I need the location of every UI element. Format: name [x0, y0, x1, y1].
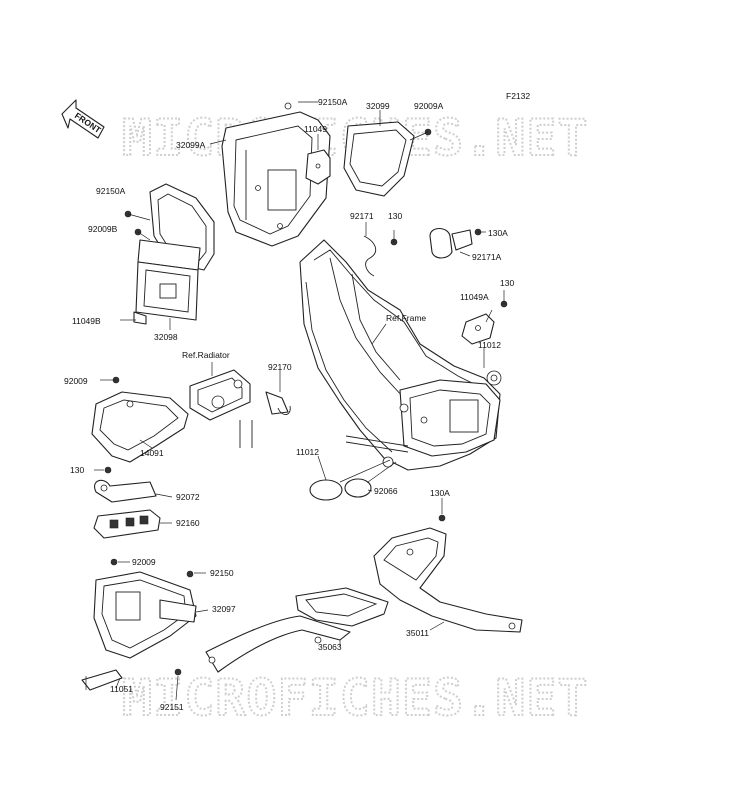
- front-arrow-icon: FRONT: [61, 99, 105, 139]
- ref-frame-label: Ref.Frame: [386, 313, 426, 323]
- label-32099a: 32099A: [176, 140, 206, 150]
- label-130-c: 130: [70, 465, 84, 475]
- pad-92160-part: [93, 509, 161, 539]
- label-11049b: 11049B: [72, 316, 101, 326]
- bracket-11049-part: [305, 149, 331, 185]
- strap-11051-part: [81, 669, 123, 691]
- label-32098: 32098: [154, 332, 178, 342]
- label-130a-b: 130A: [430, 488, 450, 498]
- bracket-11049a-part: [461, 300, 508, 345]
- label-11012-b: 11012: [296, 447, 319, 457]
- label-92171: 92171: [350, 211, 374, 221]
- label-92009b: 92009B: [88, 224, 118, 234]
- bracket-35063-part: [174, 587, 389, 676]
- label-92009-b: 92009: [132, 557, 156, 567]
- label-92072: 92072: [176, 492, 200, 502]
- cover-32099-part: [343, 121, 432, 197]
- label-14091: 14091: [140, 448, 164, 458]
- clip-92171-part: [363, 235, 377, 277]
- clip-92170-part: [265, 391, 291, 415]
- label-92150: 92150: [210, 568, 234, 578]
- label-92150a-left: 92150A: [96, 186, 126, 196]
- label-32097: 32097: [212, 604, 236, 614]
- label-92171a: 92171A: [472, 252, 502, 262]
- label-92170: 92170: [268, 362, 292, 372]
- battery-box-32098-part: [133, 239, 201, 325]
- plug-92066-part: [344, 478, 372, 498]
- label-92160: 92160: [176, 518, 200, 528]
- ref-radiator-label: Ref.Radiator: [182, 350, 230, 360]
- label-92009-a: 92009: [64, 376, 88, 386]
- label-92009a: 92009A: [414, 101, 444, 111]
- label-11051: 11051: [110, 684, 133, 694]
- label-92066: 92066: [374, 486, 398, 496]
- watermark-bottom: MICROFICHES.NET: [122, 669, 589, 727]
- label-130-b: 130: [500, 278, 514, 288]
- label-92150a-top: 92150A: [318, 97, 348, 107]
- clamp-92072-part: [94, 479, 157, 503]
- label-11049: 11049: [304, 124, 327, 134]
- label-35063: 35063: [318, 642, 342, 652]
- label-11049a: 11049A: [460, 292, 489, 302]
- cover-32099a-part: [221, 102, 331, 247]
- plug-11012-part: [309, 479, 343, 501]
- label-92151: 92151: [160, 702, 184, 712]
- label-11012-a: 11012: [478, 340, 501, 350]
- label-35011: 35011: [406, 628, 429, 638]
- frame-part: [299, 239, 502, 471]
- box-32097-part: [93, 571, 197, 659]
- diagram-code: F2132: [506, 91, 530, 101]
- bracket-35011-part: [373, 514, 523, 633]
- label-130a-a: 130A: [488, 228, 508, 238]
- label-32099: 32099: [366, 101, 390, 111]
- radiator-bracket-part: [189, 369, 253, 448]
- cover-14091-part: [91, 376, 189, 463]
- label-130-a: 130: [388, 211, 402, 221]
